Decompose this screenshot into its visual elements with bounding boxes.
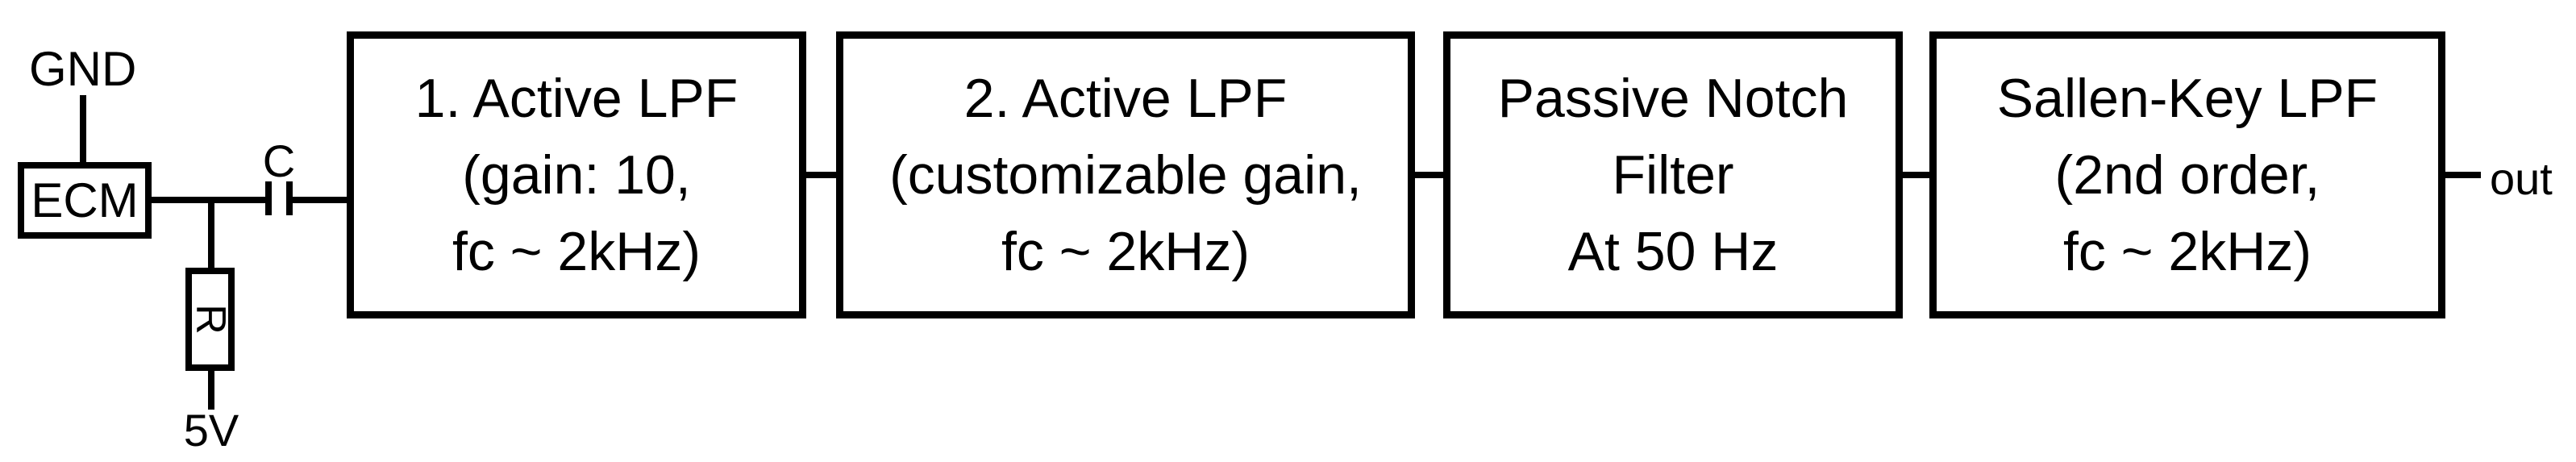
wire-capacitor-to-block1 bbox=[293, 197, 347, 203]
block-text-line: (2nd order, bbox=[2054, 144, 2320, 206]
block-text-line: (customizable gain, bbox=[889, 144, 1362, 206]
out-label: out bbox=[2490, 153, 2553, 204]
filter-block-active-lpf-1: 1. Active LPF (gain: 10, fc ~ 2kHz) bbox=[347, 31, 806, 318]
filter-block-sallen-key-lpf: Sallen-Key LPF (2nd order, fc ~ 2kHz) bbox=[1929, 31, 2445, 318]
gnd-label: GND bbox=[29, 42, 137, 96]
capacitor-plate-left bbox=[265, 181, 272, 215]
block-text-line: fc ~ 2kHz) bbox=[2063, 220, 2312, 282]
filter-block-passive-notch: Passive Notch Filter At 50 Hz bbox=[1443, 31, 1903, 318]
block-text-line: 2. Active LPF bbox=[963, 67, 1288, 129]
connector-block1-block2 bbox=[806, 172, 836, 178]
wire-output bbox=[2445, 172, 2481, 178]
resistor-label: R bbox=[186, 304, 234, 335]
block-text-line: 1. Active LPF bbox=[414, 67, 739, 129]
resistor-box: R bbox=[185, 268, 235, 371]
wire-bias-tap bbox=[208, 198, 214, 268]
block-text-line: fc ~ 2kHz) bbox=[452, 220, 701, 282]
wire-gnd-to-ecm bbox=[80, 95, 86, 162]
wire-resistor-to-5v bbox=[208, 371, 214, 410]
ecm-label: ECM bbox=[31, 173, 139, 227]
ecm-box: ECM bbox=[18, 162, 152, 239]
filter-block-active-lpf-2: 2. Active LPF (customizable gain, fc ~ 2… bbox=[836, 31, 1415, 318]
supply-5v-label: 5V bbox=[183, 405, 239, 456]
block-text-line: Sallen-Key LPF bbox=[1996, 67, 2378, 129]
block-text-line: Filter bbox=[1612, 144, 1734, 206]
block-text-line: fc ~ 2kHz) bbox=[1001, 220, 1250, 282]
connector-block2-block3 bbox=[1415, 172, 1443, 178]
block-text-line: At 50 Hz bbox=[1567, 220, 1779, 282]
capacitor-label: C bbox=[262, 135, 296, 186]
connector-block3-block4 bbox=[1903, 172, 1929, 178]
capacitor-plate-right bbox=[286, 181, 293, 215]
block-text-line: Passive Notch bbox=[1497, 67, 1849, 129]
block-text-line: (gain: 10, bbox=[462, 144, 691, 206]
